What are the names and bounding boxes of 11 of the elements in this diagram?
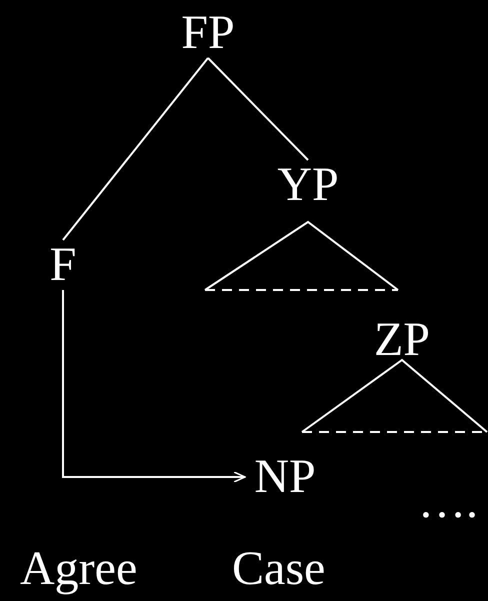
text-label: …. (418, 478, 478, 526)
text-label: Agree (20, 545, 138, 593)
text-label: Case (232, 545, 326, 593)
phrase-label: F (47, 240, 79, 290)
tree-branch-line (207, 57, 309, 161)
tree-branch-line (62, 57, 209, 241)
phrase-label: FP (170, 8, 246, 58)
phrase-label: YP (268, 160, 348, 210)
phrase-label: NP (245, 452, 325, 502)
phrase-label: ZP (362, 315, 442, 365)
arrow (62, 290, 246, 483)
